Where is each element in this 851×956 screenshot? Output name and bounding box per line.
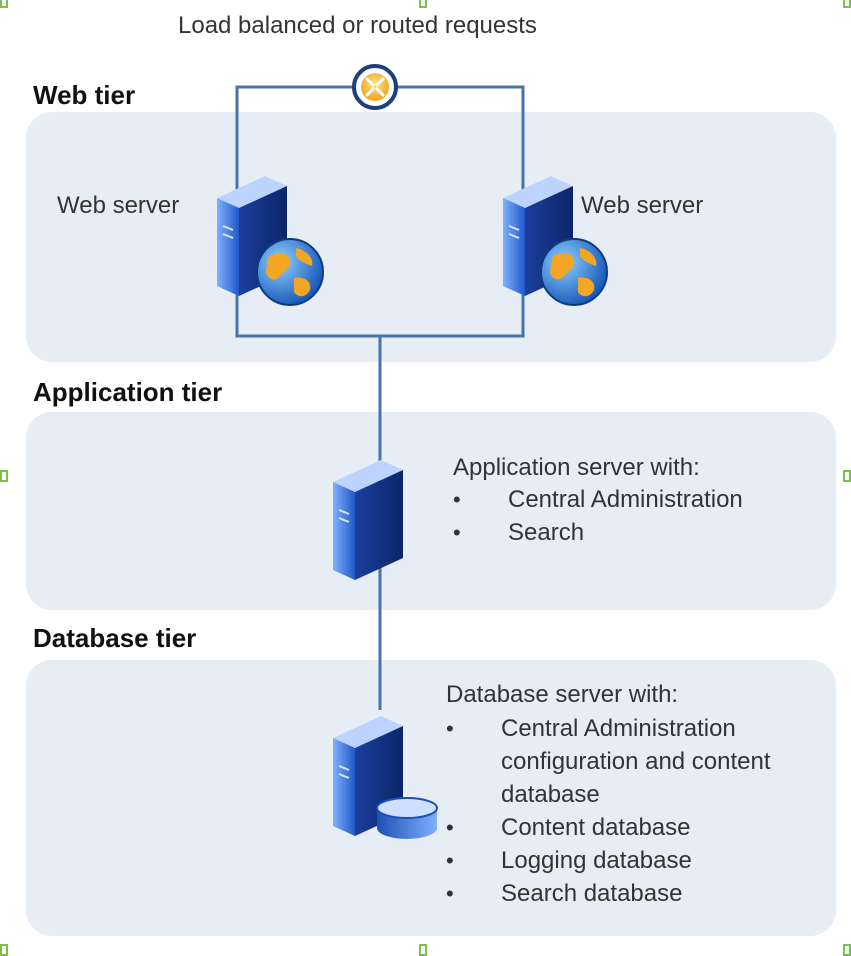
list-item: Logging database <box>446 844 811 877</box>
database-server-list: Central Administration configuration and… <box>446 712 811 910</box>
list-item: Search <box>453 516 743 549</box>
web-tier-title: Web tier <box>33 80 136 110</box>
selection-handle-top-center[interactable] <box>419 0 427 8</box>
application-server-list: Central Administration Search <box>453 483 743 549</box>
list-item: Content database <box>446 811 811 844</box>
application-server-heading: Application server with: <box>453 454 700 481</box>
application-tier-title: Application tier <box>33 377 223 407</box>
selection-handle-middle-left[interactable] <box>0 470 8 482</box>
list-item: Central Administration <box>453 483 743 516</box>
globe-icon <box>256 238 324 306</box>
load-balancer-icon <box>352 64 398 110</box>
web-server-right-label: Web server <box>581 192 704 219</box>
database-disk-icon <box>376 797 438 839</box>
selection-handle-top-left[interactable] <box>0 0 8 8</box>
list-item: Central Administration configuration and… <box>446 712 811 811</box>
database-tier-title: Database tier <box>33 623 197 653</box>
application-server-icon <box>333 460 403 580</box>
web-server-left-label: Web server <box>57 192 180 219</box>
web-tier-panel <box>26 112 836 362</box>
database-server-heading: Database server with: <box>446 681 679 708</box>
selection-handle-middle-right[interactable] <box>843 470 851 482</box>
load-balanced-caption: Load balanced or routed requests <box>178 12 537 39</box>
list-item: Search database <box>446 877 811 910</box>
selection-handle-top-right[interactable] <box>843 0 851 8</box>
globe-icon <box>540 238 608 306</box>
